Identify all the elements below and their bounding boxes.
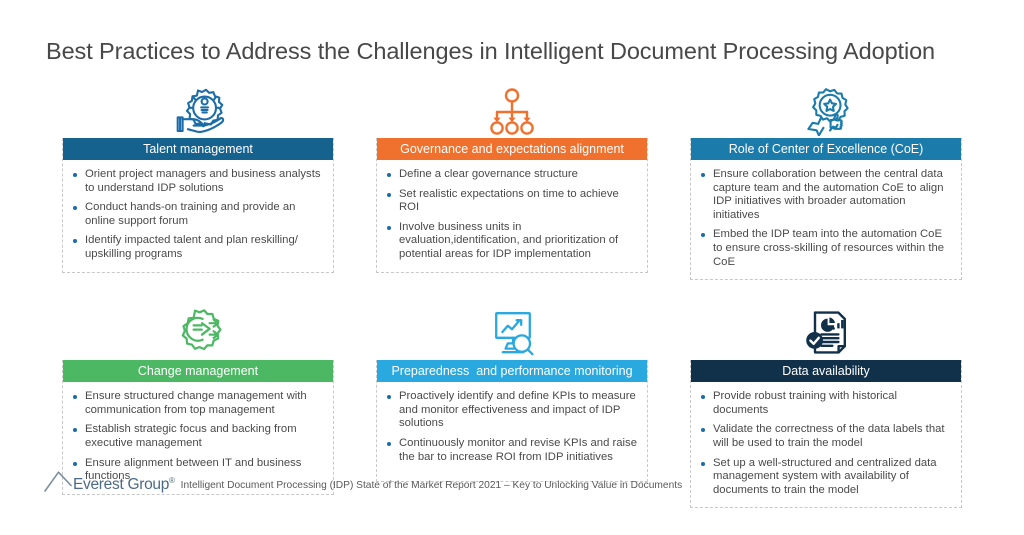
bullet-dot-icon	[701, 461, 705, 466]
list-item-text: Define a clear governance structure	[399, 168, 578, 180]
card-change-management: Change management Ensure structured chan…	[62, 308, 334, 508]
bullet-dot-icon	[73, 206, 77, 211]
logo-name: Everest Group	[73, 476, 170, 493]
list-item: Define a clear governance structure	[385, 168, 637, 182]
card-body: Role of Center of Excellence (CoE) Ensur…	[690, 138, 962, 281]
bullet-dot-icon	[73, 239, 77, 244]
award-badge-thumbsup-icon	[690, 86, 962, 136]
list-item: Set realistic expectations on time to ac…	[385, 188, 637, 215]
card-role-of-center-of-excellence: Role of Center of Excellence (CoE) Ensur…	[690, 86, 962, 281]
page-title: Best Practices to Address the Challenges…	[46, 38, 936, 64]
everest-group-logo: Everest Group®	[44, 470, 175, 493]
card-body: Preparedness and performance monitoring …	[376, 360, 648, 483]
bullet-dot-icon	[387, 225, 391, 230]
card-body: Talent management Orient project manager…	[62, 138, 334, 273]
bullet-dot-icon	[701, 428, 705, 433]
org-chart-hierarchy-icon	[376, 86, 648, 136]
list-item-text: Involve business units in evaluation,ide…	[399, 220, 619, 260]
card-header-role-of-center-of-excellence: Role of Center of Excellence (CoE)	[691, 138, 961, 160]
bullet-dot-icon	[387, 192, 391, 197]
bullet-dot-icon	[73, 428, 77, 433]
gear-exchange-arrows-icon	[62, 308, 334, 358]
card-data-availability: Data availability Provide robust trainin…	[690, 308, 962, 509]
list-item: Provide robust training with historical …	[699, 390, 951, 417]
source-citation: Intelligent Document Processing (IDP) St…	[180, 480, 683, 491]
list-item-text: Embed the IDP team into the automation C…	[713, 228, 945, 268]
card-body: Data availability Provide robust trainin…	[690, 360, 962, 509]
cards-grid: Talent management Orient project manager…	[62, 86, 962, 509]
list-item: Conduct hands-on training and provide an…	[71, 201, 323, 228]
list-item: Proactively identify and define KPIs to …	[385, 390, 637, 431]
list-item-text: Ensure structured change management with…	[85, 390, 307, 416]
list-item-text: Set up a well-structured and centralized…	[713, 456, 937, 496]
list-item: Orient project managers and business ana…	[71, 168, 323, 195]
document-charts-check-icon	[690, 308, 962, 358]
card-bullet-list: Ensure collaboration between the central…	[691, 160, 961, 279]
card-preparedness-and-performance-monitoring: Preparedness and performance monitoring …	[376, 308, 648, 508]
bullet-dot-icon	[387, 395, 391, 400]
card-body: Governance and expectations alignment De…	[376, 138, 648, 273]
monitor-chart-magnifier-icon	[376, 308, 648, 358]
card-body: Change management Ensure structured chan…	[62, 360, 334, 495]
list-item-text: Ensure alignment between IT and business…	[85, 456, 302, 483]
cards-row-top: Talent management Orient project manager…	[62, 86, 962, 281]
card-talent-management: Talent management Orient project manager…	[62, 86, 334, 280]
list-item: Involve business units in evaluation,ide…	[385, 221, 637, 262]
bullet-dot-icon	[701, 395, 705, 400]
card-header-preparedness-and-performance-monitoring: Preparedness and performance monitoring	[377, 360, 647, 383]
list-item-text: Set realistic expectations on time to ac…	[399, 187, 619, 214]
bullet-dot-icon	[73, 173, 77, 177]
bullet-dot-icon	[701, 233, 705, 238]
registered-trademark-icon: ®	[169, 475, 175, 485]
cards-row-bottom: Change management Ensure structured chan…	[62, 308, 962, 509]
list-item: Establish strategic focus and backing fr…	[71, 423, 323, 450]
list-item-text: Ensure collaboration between the central…	[713, 168, 944, 221]
card-header-change-management: Change management	[63, 360, 333, 383]
list-item: Embed the IDP team into the automation C…	[699, 228, 951, 269]
list-item-text: Continuously monitor and revise KPIs and…	[399, 436, 637, 463]
list-item: Ensure structured change management with…	[71, 390, 323, 417]
logo-wordmark: Everest Group®	[73, 473, 175, 493]
footer: Everest Group® Intelligent Document Proc…	[44, 470, 683, 493]
list-item-text: Orient project managers and business ana…	[85, 168, 321, 194]
list-item-text: Validate the correctness of the data lab…	[713, 423, 945, 449]
card-bullet-list: Ensure structured change management with…	[63, 382, 333, 494]
list-item-text: Conduct hands-on training and provide an…	[85, 201, 296, 227]
list-item: Ensure collaboration between the central…	[699, 168, 951, 222]
card-bullet-list: Orient project managers and business ana…	[63, 160, 333, 272]
card-header-data-availability: Data availability	[691, 360, 961, 383]
list-item: Ensure alignment between IT and business…	[71, 457, 323, 484]
bullet-dot-icon	[73, 395, 77, 400]
card-bullet-list: Define a clear governance structure Set …	[377, 160, 647, 272]
card-governance-and-expectations-alignment: Governance and expectations alignment De…	[376, 86, 648, 280]
list-item-text: Provide robust training with historical …	[713, 390, 897, 416]
bullet-dot-icon	[387, 441, 391, 446]
list-item: Validate the correctness of the data lab…	[699, 423, 951, 450]
card-header-governance-and-expectations-alignment: Governance and expectations alignment	[377, 138, 647, 160]
card-header-talent-management: Talent management	[63, 138, 333, 160]
list-item-text: Establish strategic focus and backing fr…	[85, 423, 297, 449]
mountain-peak-icon	[44, 471, 72, 492]
list-item: Identify impacted talent and plan reskil…	[71, 234, 323, 261]
list-item-text: Identify impacted talent and plan reskil…	[85, 234, 298, 260]
bullet-dot-icon	[73, 461, 77, 466]
list-item: Set up a well-structured and centralized…	[699, 457, 951, 498]
list-item: Continuously monitor and revise KPIs and…	[385, 437, 637, 464]
card-bullet-list: Proactively identify and define KPIs to …	[377, 382, 647, 474]
list-item-text: Proactively identify and define KPIs to …	[399, 390, 636, 430]
bullet-dot-icon	[387, 173, 391, 177]
bullet-dot-icon	[701, 173, 705, 177]
card-bullet-list: Provide robust training with historical …	[691, 382, 961, 507]
gear-person-hand-icon	[62, 86, 334, 136]
